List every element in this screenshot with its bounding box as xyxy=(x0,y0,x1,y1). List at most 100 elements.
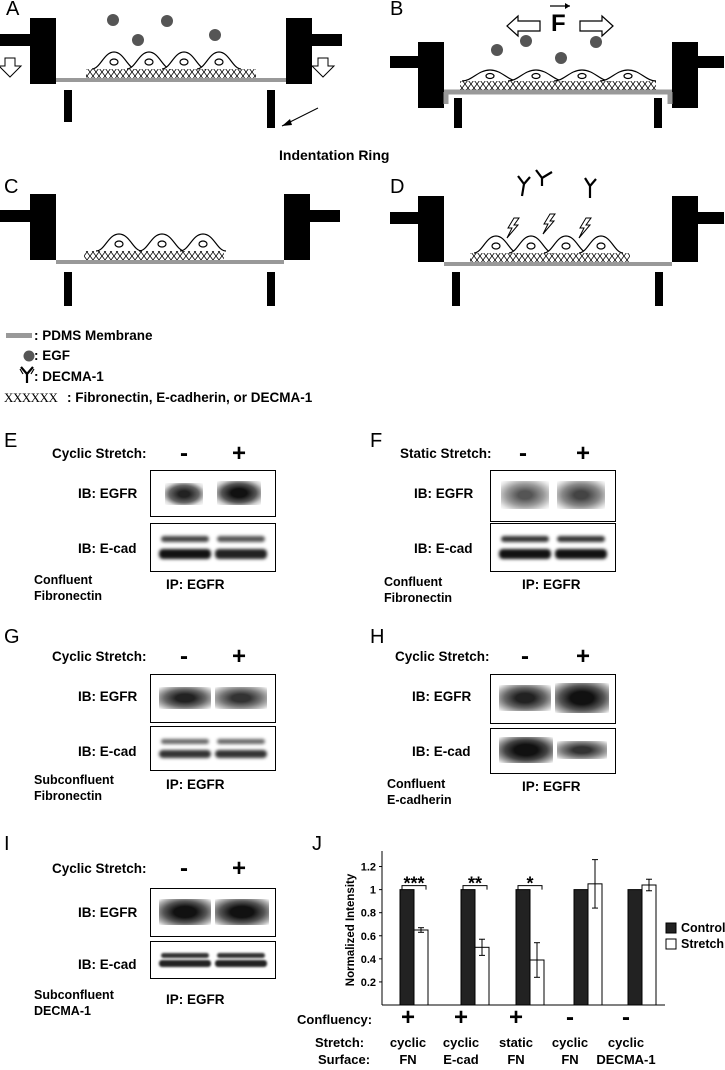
blot-e-egfr-image xyxy=(150,470,276,517)
table-cell: - xyxy=(622,1004,630,1031)
table-cell: E-cad xyxy=(443,1052,479,1067)
blot-i-caption1: Subconfluent xyxy=(34,988,114,1002)
panel-label-g: G xyxy=(4,626,20,648)
bar-stretch xyxy=(641,884,657,1006)
diagram-d xyxy=(390,169,724,306)
panel-label-j: J xyxy=(312,833,322,855)
blot-g-ip: IP: EGFR xyxy=(166,777,225,792)
blot-e-ecad-image xyxy=(150,523,276,572)
blot-h-condition: Cyclic Stretch: xyxy=(395,649,490,664)
significance-bracket xyxy=(462,885,488,890)
y-axis-label: Normalized Intensity xyxy=(345,873,357,986)
table-cell: cyclic xyxy=(551,1035,589,1050)
table-cell: - xyxy=(566,1004,574,1031)
bar-stretch xyxy=(413,929,429,1006)
table-cell: + xyxy=(508,1004,523,1031)
table-cell: static xyxy=(499,1035,533,1050)
significance-bracket xyxy=(517,885,543,890)
blot-i-minus: - xyxy=(180,855,188,882)
panel-label-e: E xyxy=(4,430,18,452)
y-tick-label: 1.2 xyxy=(361,862,376,874)
bar-control xyxy=(627,889,643,1006)
significance-mark: * xyxy=(526,874,533,894)
blot-h-ip: IP: EGFR xyxy=(522,779,581,794)
diagram-a xyxy=(0,14,342,128)
blot-h-plus: + xyxy=(576,643,591,670)
legend-antibody-text: : DECMA-1 xyxy=(34,369,104,384)
blot-g-egfr-image xyxy=(150,674,276,723)
panel-label-b: B xyxy=(390,0,404,20)
panel-label-h: H xyxy=(370,626,385,648)
bar-control xyxy=(515,889,531,1006)
table-cell: FN xyxy=(507,1052,525,1067)
bar-stretch xyxy=(474,946,490,1006)
blot-i-condition: Cyclic Stretch: xyxy=(52,861,147,876)
significance-mark: ** xyxy=(468,874,482,894)
legend-label-stretch: Stretch xyxy=(681,937,724,951)
blot-f-plus: + xyxy=(576,440,591,467)
blot-h-ib2: IB: E-cad xyxy=(412,744,471,759)
table-row-label: Stretch: xyxy=(315,1035,365,1050)
panel-label-a: A xyxy=(6,0,20,20)
blot-g-minus: - xyxy=(180,643,188,670)
blot-i-ecad-image xyxy=(150,941,276,979)
diagram-c xyxy=(0,194,340,306)
bar-control xyxy=(399,889,415,1006)
blot-i-ib1: IB: EGFR xyxy=(78,905,138,920)
legend-egf-text: : EGF xyxy=(34,348,70,363)
panel-label-i: I xyxy=(4,833,10,855)
table-row-label: Confluency: xyxy=(297,1012,373,1027)
legend-ecm-text: : Fibronectin, E-cadherin, or DECMA-1 xyxy=(67,390,313,405)
blot-g-condition: Cyclic Stretch: xyxy=(52,649,147,664)
significance-mark: *** xyxy=(403,874,424,894)
bar-control xyxy=(460,889,476,1006)
table-cell: FN xyxy=(561,1052,579,1067)
y-tick-label: 0.6 xyxy=(361,931,376,943)
blot-h-ib1: IB: EGFR xyxy=(412,689,472,704)
table-cell: cyclic xyxy=(389,1035,427,1050)
legend-swatch-control xyxy=(665,922,677,934)
blot-h-minus: - xyxy=(521,643,529,670)
blot-e-ip: IP: EGFR xyxy=(166,577,225,592)
blot-e-plus: + xyxy=(232,440,247,467)
blot-i-ib2: IB: E-cad xyxy=(78,957,137,972)
y-tick-label: 0.2 xyxy=(361,977,376,989)
legend-swatch-stretch xyxy=(665,938,677,950)
panel-label-d: D xyxy=(390,176,405,198)
y-tick-label: 0.8 xyxy=(361,908,376,920)
blot-i-caption2: DECMA-1 xyxy=(34,1004,91,1018)
blot-g-ecad-image xyxy=(150,726,276,771)
blot-e-condition: Cyclic Stretch: xyxy=(52,446,147,461)
panel-label-f: F xyxy=(370,430,383,452)
blot-f-caption2: Fibronectin xyxy=(384,591,453,605)
table-cell: cyclic xyxy=(442,1035,480,1050)
blot-f-minus: - xyxy=(519,440,527,467)
force-label: F xyxy=(551,10,566,37)
legend-ecm-glyph: XXXXXX xyxy=(4,390,58,405)
y-tick-label: 0.4 xyxy=(361,954,377,966)
blot-e-ib1: IB: EGFR xyxy=(78,486,138,501)
blot-i-egfr-image xyxy=(150,888,276,937)
legend-membrane-text: : PDMS Membrane xyxy=(34,328,153,343)
blot-h-egfr-image xyxy=(490,674,616,724)
significance-bracket xyxy=(401,885,427,890)
blot-g-ib1: IB: EGFR xyxy=(78,689,138,704)
y-tick-label: 1 xyxy=(370,885,376,897)
blot-g-ib2: IB: E-cad xyxy=(78,744,137,759)
blot-g-caption2: Fibronectin xyxy=(34,789,103,803)
table-row-label: Surface: xyxy=(318,1052,371,1067)
table-cell: FN xyxy=(399,1052,417,1067)
blot-f-ib2: IB: E-cad xyxy=(414,541,473,556)
blot-i-plus: + xyxy=(232,855,247,882)
panel-label-c: C xyxy=(4,176,19,198)
legend-membrane-swatch xyxy=(6,333,32,338)
blot-g-plus: + xyxy=(232,643,247,670)
blot-h-caption1: Confluent xyxy=(387,777,446,791)
table-cell: + xyxy=(400,1004,415,1031)
blot-e-minus: - xyxy=(180,440,188,467)
blot-i-ip: IP: EGFR xyxy=(166,992,225,1007)
blot-e-caption1: Confluent xyxy=(34,573,93,587)
table-cell: + xyxy=(453,1004,468,1031)
blot-f-ecad-image xyxy=(490,523,616,572)
